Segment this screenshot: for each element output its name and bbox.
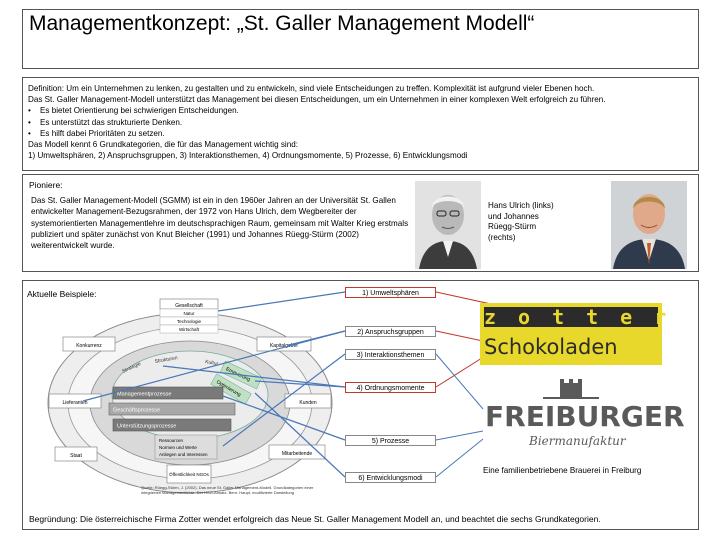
connector-lines [82,291,524,478]
definition-line-2: Das St. Galler Management-Modell unterst… [28,95,606,105]
connector-prozesse [222,395,346,441]
beispiele-box: Aktuelle Beispiele: Gesellschaft Natur T… [22,280,699,530]
stakeholder-lieferanten: Lieferanten [62,400,87,406]
category-anspruchsgruppen: 2) Anspruchsgruppen [345,326,436,337]
portrait-hans-ulrich [415,181,481,269]
connector-freiburger-1 [435,353,484,410]
definition-bullet: Es bietet Orientierung bei schwierigen E… [28,105,693,116]
pioniere-label: Pioniere: [29,180,63,190]
slide-title: Managementkonzept: „St. Galler Managemen… [22,9,699,69]
zotter-logo-bottom: Schokoladen [484,335,618,359]
prozess-geschaeft: Geschäftsprozesse [113,408,160,414]
zotter-logo-top: zotter [484,305,689,329]
castle-icon [543,379,599,399]
definition-line-4: 1) Umweltsphären, 2) Anspruchsgruppen, 3… [28,151,468,161]
stakeholder-kapitalgeber: Kapitalgeber [270,343,298,349]
connector-anspruchsgruppen-2 [82,330,346,402]
begruendung-text: Begründung: Die österreichische Firma Zo… [29,514,601,524]
stakeholder-konkurrenz: Konkurrenz [76,343,102,349]
connector-entwicklung [254,392,346,478]
interaktion-ressourcen: Ressourcen [159,438,184,443]
sphere-natur: Natur [183,311,195,316]
interaktion-anliegen: Anliegen und Interessen [159,452,208,457]
zotter-logo: zotter Schokoladen [480,303,689,365]
ordnung-kultur: Kultur [205,359,219,367]
ordnung-strukturen: Strukturen [154,355,178,365]
pioniere-box: Pioniere: Das St. Galler Management-Mode… [22,174,699,272]
connector-zotter-2 [435,330,484,342]
interaktion-normen: Normen und Werte [159,445,197,450]
category-ordnungsmomente: 4) Ordnungsmomente [345,382,436,393]
category-interaktionsthemen: 3) Interaktionsthemen [345,349,436,360]
connector-ordnung [162,365,346,388]
stakeholder-mitarbeitende: Mitarbeitende [282,451,313,457]
connector-freiburger-3 [435,438,484,478]
stakeholder-kunden: Kunden [299,400,316,406]
beispiele-label: Aktuelle Beispiele: [27,289,97,299]
freiburger-description: Eine familienbetriebene Brauerei in Frei… [483,466,642,475]
sphere-technologie: Technologie [177,319,202,324]
category-entwicklungsmodi: 6) Entwicklungsmodi [345,472,436,483]
definition-bullet: Es unterstützt das strukturierte Denken. [28,117,693,128]
connector-interaktion [222,353,346,447]
connector-umweltsphaeren [217,291,346,312]
connector-freiburger-2 [435,430,484,441]
prozess-management: Managementprozesse [117,392,171,398]
sgmm-diagram: Gesellschaft Natur Technologie Wirtschaf… [47,298,333,495]
connector-ordnung-2 [254,380,346,388]
freiburger-subtitle: Biermanufaktur [529,434,626,448]
category-umweltsphaeren: 1) Umweltsphären [345,287,436,298]
portrait-caption: Hans Ulrich (links) und Johannes Rüegg-S… [488,201,554,242]
pioniere-text: Das St. Galler Management-Modell (SGMM) … [31,196,409,251]
stakeholder-staat: Staat [70,453,82,459]
diagram-source: Quelle: Rüegg-Stürm, J. (2002). Das neue… [141,485,314,495]
definition-line-3: Das Modell kennt 6 Grundkategorien, die … [28,140,298,150]
stakeholder-oeffentlichkeit: Öffentlichkeit NGOs [169,471,209,477]
category-prozesse: 5) Prozesse [345,435,436,446]
definition-bullet: Es hilft dabei Prioritäten zu setzen. [28,128,693,139]
definition-line-1: Definition: Um ein Unternehmen zu lenken… [28,84,595,93]
sphere-wirtschaft: Wirtschaft [179,327,200,332]
prozess-unterstuetzung: Unterstützungsprozesse [117,424,176,430]
freiburger-name: FREIBURGER [485,400,685,433]
sphere-gesellschaft: Gesellschaft [175,303,203,309]
portrait-johannes-ruegg-stuerm [611,181,687,269]
freiburger-logo: FREIBURGER Biermanufaktur [483,375,685,457]
definition-box: Definition: Um ein Unternehmen zu lenken… [22,77,699,171]
